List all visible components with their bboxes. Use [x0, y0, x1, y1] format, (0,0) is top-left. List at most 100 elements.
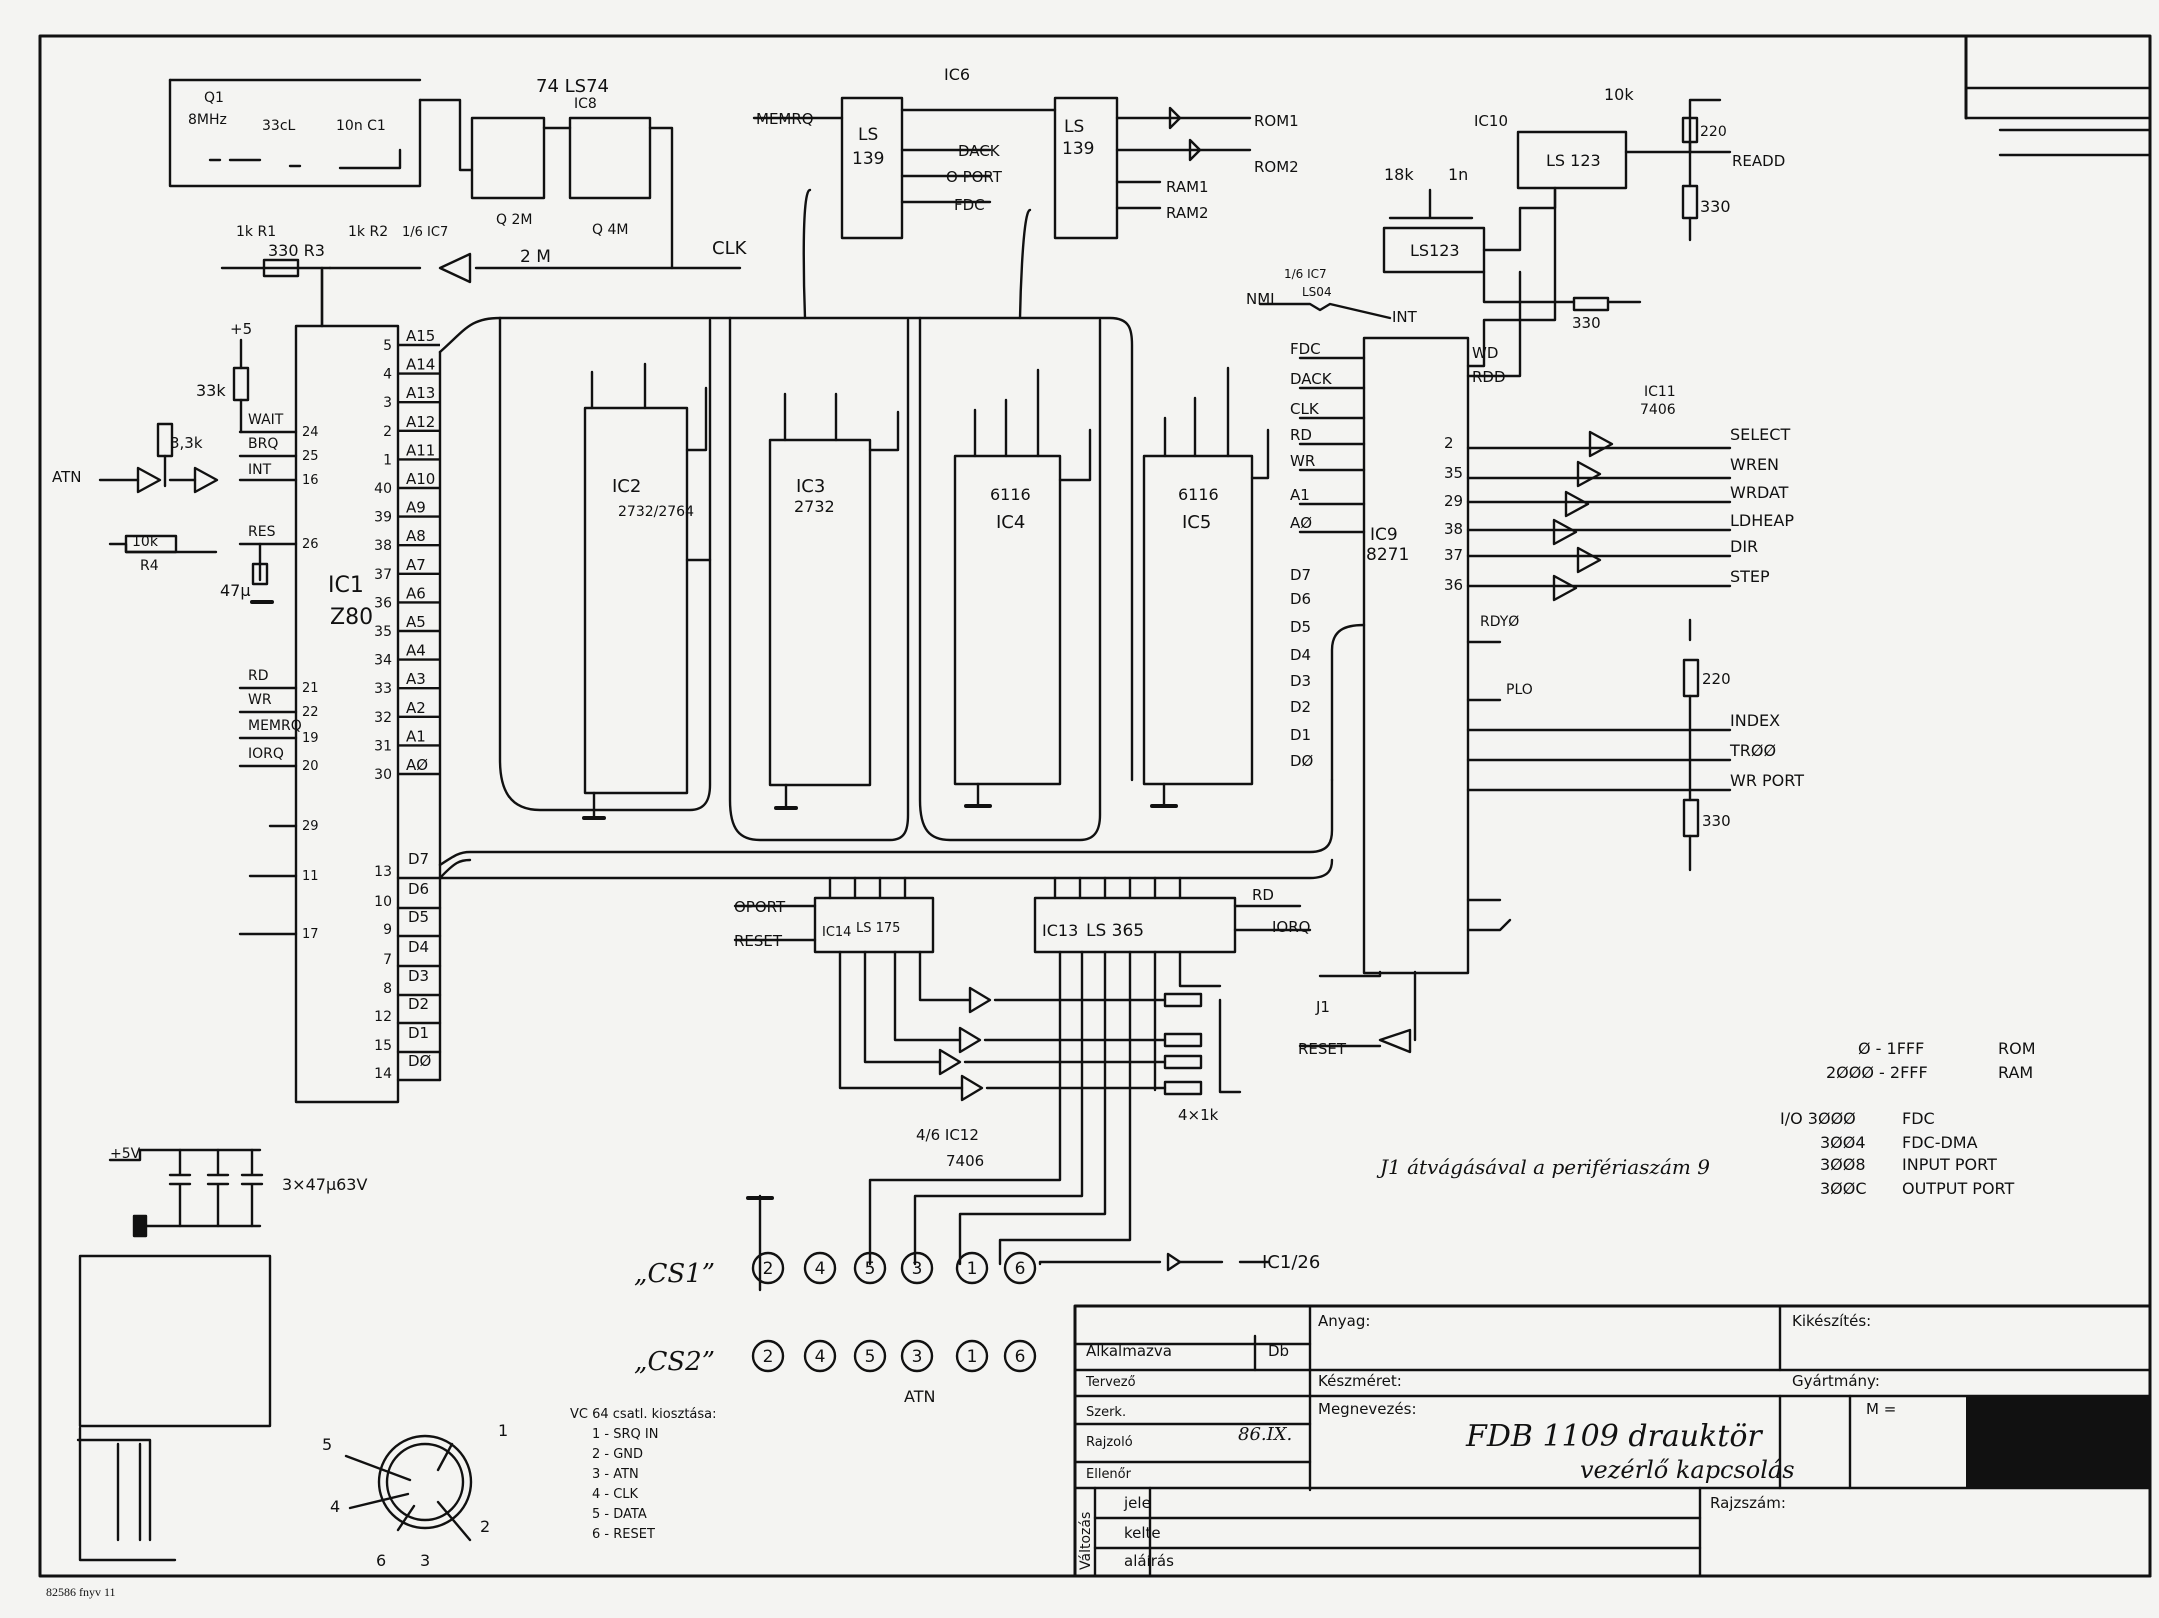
- atn2-label: ATN: [904, 1387, 935, 1406]
- ic9-output-number: 2: [1444, 434, 1454, 452]
- r330b-label: 330: [1572, 314, 1601, 332]
- tb-alairas: aláírás: [1124, 1552, 1174, 1570]
- z80-addr-pin-number: 36: [374, 595, 392, 611]
- tb-ellenor: Ellenőr: [1086, 1467, 1132, 1482]
- cs1-pin-circle: [803, 1251, 837, 1285]
- tb-title-1: FDB 1109 drauktör: [1465, 1419, 1763, 1454]
- cs2-pin-circle: [955, 1339, 989, 1373]
- z80-addr-pin-number: 4: [383, 367, 392, 383]
- ic1-part: Z80: [330, 605, 373, 630]
- z80-data-pin-label: D1: [408, 1024, 429, 1042]
- cs2-pin-label: 5: [865, 1347, 876, 1367]
- decoder-signal-label: ROM1: [1254, 112, 1299, 130]
- tb-date: 86.IX.: [1238, 1424, 1292, 1445]
- decoder-signal-label: O PORT: [946, 168, 1003, 186]
- ic9-io-label: WR PORT: [1730, 771, 1804, 790]
- decoder-signal-label: RAM1: [1166, 178, 1209, 196]
- plus5-z80: +5: [230, 320, 252, 338]
- ic8-label: IC8: [574, 96, 597, 112]
- r330c-label: 330: [1702, 812, 1731, 830]
- ic9-io-label: INDEX: [1730, 711, 1780, 730]
- tb-tervezo: Tervező: [1085, 1375, 1136, 1390]
- ic9-pin-label: RD: [1290, 426, 1312, 444]
- z80-data-pin-number: 12: [374, 1009, 392, 1025]
- ic9-output-number: 36: [1444, 576, 1463, 594]
- ic14-part: LS 175: [856, 921, 900, 936]
- r4-label: R4: [140, 558, 159, 574]
- z80-control-pin-number: 19: [302, 731, 319, 746]
- clock-2m: 2 M: [520, 247, 551, 267]
- ic9-output-number: 38: [1444, 520, 1463, 538]
- ic9-pin-label: D3: [1290, 672, 1311, 690]
- tb-rajzszam: Rajzszám:: [1710, 1494, 1786, 1512]
- cs2-pin-label: 2: [763, 1347, 774, 1367]
- ic1-label: IC1: [328, 573, 364, 598]
- z80-control-pin-label: BRQ: [248, 436, 278, 452]
- cs2-pin-circle: [900, 1339, 934, 1373]
- ic9-pin-label: D7: [1290, 566, 1311, 584]
- z80-addr-pin-label: A4: [406, 642, 426, 660]
- cs2-pin-circle: [853, 1339, 887, 1373]
- cs2-pin-circle: [803, 1339, 837, 1373]
- decoder-signal-label: IORQ: [1272, 918, 1310, 936]
- decoder-signal-label: FDC: [954, 196, 985, 214]
- cs1-pin-circle: [955, 1251, 989, 1285]
- din-pin-2: 2: [480, 1517, 490, 1536]
- footer-code: 82586 fnyv 11: [46, 1585, 116, 1599]
- cs2-pin-label: 1: [967, 1347, 978, 1367]
- tb-valtozas: Változás: [1078, 1512, 1094, 1570]
- z80-addr-pin-label: A1: [406, 727, 426, 745]
- tb-alkalmazva: Alkalmazva: [1086, 1342, 1172, 1360]
- din-pin-6: 6: [376, 1551, 386, 1570]
- z80-addr-pin-label: A2: [406, 699, 426, 717]
- z80-addr-pin-label: A6: [406, 584, 426, 602]
- ic7b-label: 1/6 IC7: [1284, 267, 1327, 281]
- z80-addr-pin-label: A5: [406, 613, 426, 631]
- ic5-label: IC5: [1182, 512, 1211, 533]
- clock-r3: 330 R3: [268, 241, 325, 260]
- r4-value: 10k: [132, 534, 159, 550]
- z80-control-pin-number: 26: [302, 537, 319, 552]
- z80-control-pin-number: 11: [302, 869, 319, 884]
- cs1-pin-label: 4: [815, 1259, 826, 1279]
- z80-control-pin-label: WAIT: [248, 412, 284, 428]
- caps-label: 3×47μ63V: [282, 1175, 367, 1194]
- cs1-pin-circle: [900, 1251, 934, 1285]
- ic9-plo-label: PLO: [1506, 682, 1533, 698]
- ic6-label: IC6: [944, 65, 970, 84]
- z80-addr-pin-number: 31: [374, 738, 392, 754]
- z80-addr-pin-number: 40: [374, 481, 392, 497]
- cs1-label: „CS1”: [634, 1259, 715, 1289]
- z80-data-pin-label: D2: [408, 995, 429, 1013]
- ic9-output-number: 37: [1444, 546, 1463, 564]
- decoder-signal-label: INT: [1392, 308, 1418, 326]
- ic1-26-label: IC1/26: [1262, 1252, 1320, 1273]
- ic4-label: IC4: [996, 512, 1025, 533]
- z80-control-pin-label: RES: [248, 524, 276, 540]
- clock-freq: 8MHz: [188, 112, 227, 128]
- clock-q1: Q1: [204, 90, 224, 106]
- decoder-signal-label: RD: [1252, 886, 1274, 904]
- ic9-pin-label: FDC: [1290, 340, 1321, 358]
- ic2-part: 2732/2764: [618, 504, 694, 520]
- tb-keszmeret: Készméret:: [1318, 1372, 1402, 1390]
- z80-data-pin-label: D4: [408, 938, 429, 956]
- z80-addr-pin-label: A13: [406, 384, 435, 402]
- z80-data-pin-number: 7: [383, 952, 392, 968]
- tb-gyartmany: Gyártmány:: [1792, 1372, 1880, 1390]
- ic11-part: 7406: [1640, 402, 1676, 418]
- tb-db: Db: [1268, 1342, 1289, 1360]
- ic13-label: IC13: [1042, 921, 1078, 940]
- r330-label: 330: [1700, 197, 1731, 216]
- decoder-signal-label: MEMRQ: [756, 110, 814, 128]
- din-item-1: 1 - SRQ IN: [592, 1427, 658, 1442]
- z80-control-pin-label: WR: [248, 692, 272, 708]
- memmap-range-4: 3ØØ8: [1820, 1155, 1866, 1174]
- clock-c2: 10n C1: [336, 118, 386, 134]
- ic2-label: IC2: [612, 476, 641, 497]
- memmap-range-5: 3ØØC: [1820, 1179, 1867, 1198]
- z80-addr-pin-label: A8: [406, 527, 426, 545]
- decoder-signal-label: WD: [1472, 344, 1498, 362]
- din-pin-4: 4: [330, 1497, 340, 1516]
